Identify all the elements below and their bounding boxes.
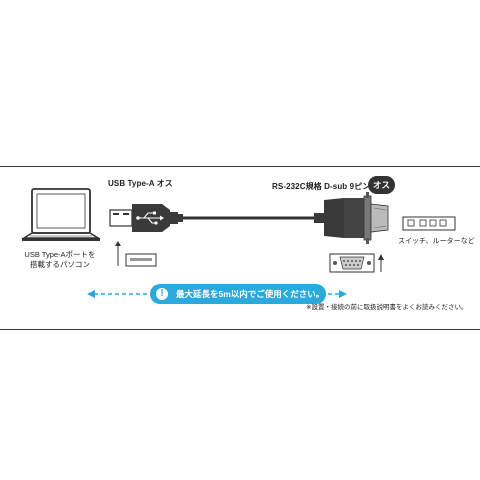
usb-serial-cable: [109, 192, 389, 244]
exclamation-icon: !: [156, 288, 168, 300]
pc-caption: USB Type-Aポートを 搭載するパソコン: [10, 250, 110, 270]
laptop-icon: [21, 188, 101, 241]
male-badge: オス: [368, 176, 396, 194]
dsub-port-illustration: [329, 253, 384, 273]
length-arrow: [87, 290, 347, 298]
max-length-text: 最大延長を5m以内でご使用ください。: [176, 289, 325, 299]
rs232-connector-label: RS-232C規格 D-sub 9ピン: [272, 182, 371, 191]
pc-caption-line2: 搭載するパソコン: [30, 260, 90, 269]
usb-port-illustration: [115, 241, 157, 267]
pc-caption-line1: USB Type-Aポートを: [24, 250, 96, 259]
max-length-banner: ! 最大延長を5m以内でご使用ください。: [150, 284, 326, 304]
switch-router-icon: [402, 216, 456, 231]
usb-connector-label: USB Type-A オス: [108, 179, 173, 188]
manual-note: ※設置・接続の前に取扱説明書をよくお読みください。: [306, 304, 468, 311]
diagram-frame: [0, 166, 480, 330]
switch-router-label: スイッチ、ルーターなど: [398, 238, 475, 245]
